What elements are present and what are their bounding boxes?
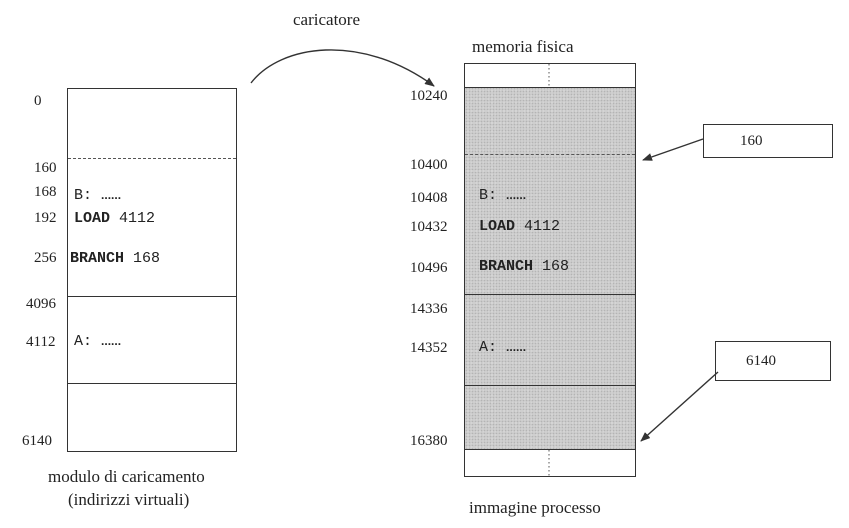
right-code-load: LOAD 4112 (479, 218, 561, 235)
load-module-subcaption: (indirizzi virtuali) (68, 490, 190, 509)
offset-callout-box (703, 124, 833, 158)
memory-region-top (465, 87, 635, 88)
left-address-4112: 4112 (26, 334, 56, 350)
size-callout-value: 6140 (746, 353, 776, 369)
left-address-256: 256 (34, 250, 57, 266)
left-code-a: A: ...... (74, 333, 122, 350)
process-image-region (465, 87, 635, 449)
right-address-10432: 10432 (410, 219, 448, 235)
size-callout-box (715, 341, 831, 381)
load-module-end-divider (68, 383, 236, 384)
process-image-caption: immagine processo (469, 498, 601, 517)
left-address-0: 0 (34, 93, 42, 109)
load-module-caption: modulo di caricamento (48, 467, 205, 486)
right-address-14336: 14336 (410, 301, 448, 317)
size-callout-arrow (640, 371, 719, 442)
right-address-10408: 10408 (410, 190, 448, 206)
left-address-4096: 4096 (26, 296, 56, 312)
left-code-branch: BRANCH 168 (70, 250, 161, 267)
left-code-b: B: ...... (74, 187, 122, 204)
right-address-10400: 10400 (410, 157, 448, 173)
right-code-a: A: ...... (479, 339, 527, 356)
right-code-b: B: ...... (479, 187, 527, 204)
right-address-16380: 16380 (410, 433, 448, 449)
offset-callout-arrow (642, 138, 704, 161)
left-address-168: 168 (34, 184, 57, 200)
left-address-6140: 6140 (22, 433, 52, 449)
memory-offset-divider (465, 154, 635, 155)
right-address-10496: 10496 (410, 260, 448, 276)
right-address-10240: 10240 (410, 88, 448, 104)
right-code-branch: BRANCH 168 (479, 258, 570, 275)
memory-region-bottom (465, 449, 635, 450)
load-module-section-divider (68, 296, 236, 297)
physical-memory-box (464, 63, 636, 477)
memory-end-divider (465, 385, 635, 386)
memory-section-divider (465, 294, 635, 295)
right-address-14352: 14352 (410, 340, 448, 356)
physical-memory-title: memoria fisica (472, 37, 574, 56)
left-address-160: 160 (34, 160, 57, 176)
load-module-offset-divider (68, 158, 236, 159)
loader-arrow (250, 49, 435, 87)
left-address-192: 192 (34, 210, 57, 226)
load-module-box (67, 88, 237, 452)
offset-callout-value: 160 (740, 133, 763, 149)
loader-label: caricatore (293, 10, 360, 29)
left-code-load: LOAD 4112 (74, 210, 156, 227)
